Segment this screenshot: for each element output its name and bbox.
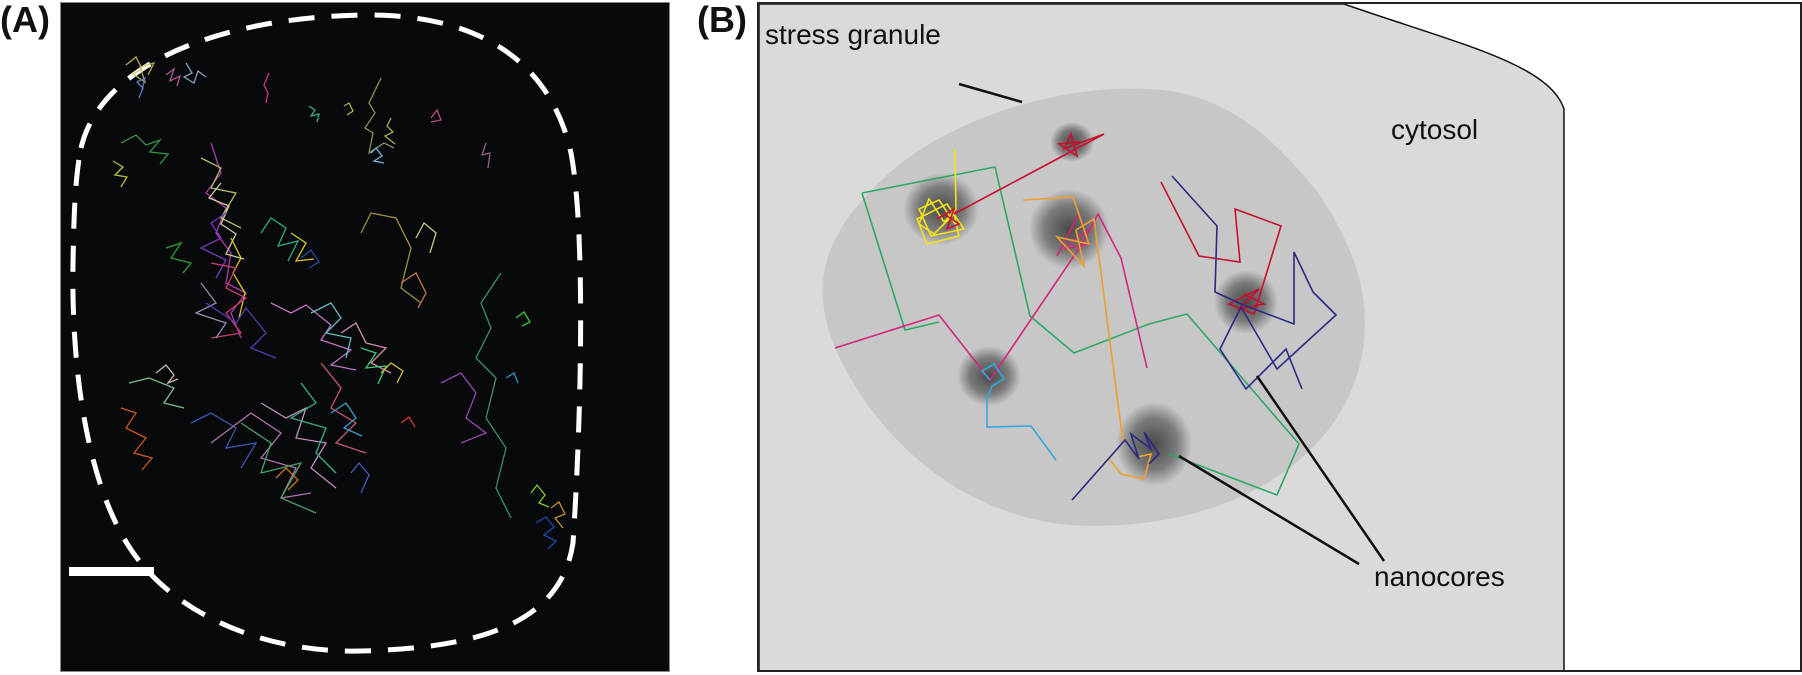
stress-granule-label: stress granule (765, 19, 941, 50)
scale-bar (69, 567, 154, 576)
nanocores-leader (1178, 454, 1360, 566)
cytosol-label: cytosol (1391, 114, 1478, 145)
panel-b-schematic: stress granule cytosol nanocores (757, 2, 1802, 672)
nanocores (903, 122, 1278, 486)
panel-a-trajectory-image (60, 2, 670, 672)
nanocores-label: nanocores (1374, 561, 1505, 592)
nanocore (1050, 122, 1094, 162)
nanocore (957, 346, 1021, 406)
trajectory-map (69, 12, 584, 654)
schematic-trajectories (834, 131, 1338, 501)
nanocore (1029, 189, 1109, 269)
schematic-diagram: stress granule cytosol nanocores (759, 4, 1565, 670)
stress-granule-leader (958, 82, 1023, 104)
panel-a-label: (A) (0, 0, 50, 40)
cell-outline (70, 12, 584, 654)
trajectories (112, 55, 566, 550)
panel-b-label: (B) (697, 0, 747, 40)
leader-lines (958, 82, 1386, 566)
nanocore (1116, 402, 1192, 486)
nanocore (903, 173, 979, 245)
nanocores-leader (1255, 375, 1386, 562)
